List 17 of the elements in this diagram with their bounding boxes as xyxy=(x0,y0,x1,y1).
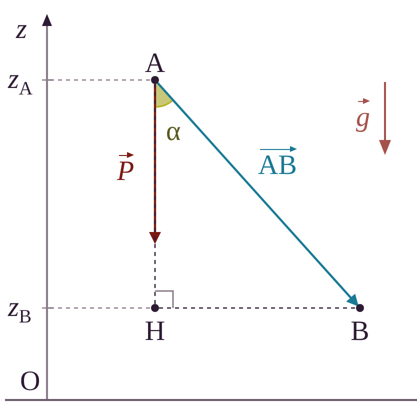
point-label: H xyxy=(144,318,166,346)
dashed-line xyxy=(42,307,151,309)
dashed-line xyxy=(154,84,156,304)
axis-value-label: z$_{A}$ xyxy=(8,66,33,99)
axis-label: O xyxy=(20,368,40,396)
axis-label: z xyxy=(16,16,27,44)
vector-arrow xyxy=(149,84,161,244)
axis-value-label: z$_{B}$ xyxy=(8,294,32,327)
angle-label: α xyxy=(166,118,181,146)
vector-arrow xyxy=(156,82,359,307)
dashed-line xyxy=(159,307,356,309)
point-label: A xyxy=(144,50,166,78)
vector-label: P xyxy=(117,152,134,186)
vector-label: AB xyxy=(258,146,297,180)
dashed-line xyxy=(42,79,151,81)
vector-label: g xyxy=(356,98,370,132)
point-label: B xyxy=(350,318,370,346)
